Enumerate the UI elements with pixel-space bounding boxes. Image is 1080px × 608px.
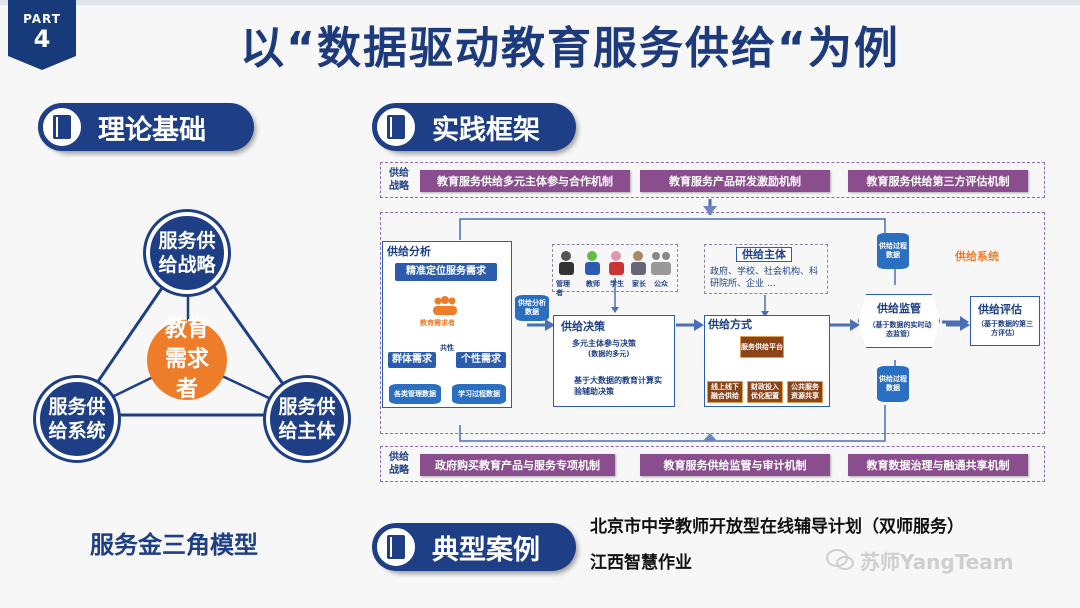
wechat-icon: [826, 549, 854, 570]
demander-label: 教育需求者: [420, 319, 455, 327]
section-practice: 实践框架: [372, 103, 576, 151]
decision-item-2: 基于大数据的教育计算实验辅助决策: [574, 376, 662, 396]
db-management: 各类管理数据: [389, 384, 441, 404]
part-badge: PART 4: [8, 0, 76, 70]
subject-frame: [704, 244, 828, 294]
strategy-top-frame: [380, 162, 1045, 198]
method-1: 线上线下融合供给: [707, 381, 743, 403]
monitor-box: 供给监管 （基于数据的实时动态监管）: [858, 294, 940, 348]
triangle-caption: 服务金三角模型: [90, 531, 258, 559]
book-icon: [372, 103, 420, 151]
book-icon: [38, 103, 86, 151]
subject-title: 供给主体: [736, 247, 792, 262]
evaluate-box: [970, 296, 1040, 346]
precise-need: 精准定位服务需求: [395, 263, 497, 281]
db-learning: 学习过程数据: [452, 384, 506, 404]
actor-5: 公众: [654, 280, 668, 288]
decision-item-1-sub: (数据的多元): [588, 350, 630, 358]
section-practice-label: 实践框架: [432, 114, 540, 146]
strategy-top-label: 供给战略: [389, 168, 409, 192]
flow-lines: [456, 199, 970, 442]
group-need: 群体需求: [388, 352, 436, 368]
system-label: 供给系统: [955, 250, 999, 263]
node-subject: 服务供给主体: [266, 378, 348, 460]
section-cases-label: 典型案例: [432, 534, 540, 566]
node-system: 服务供给系统: [36, 378, 118, 460]
users-icon: [433, 296, 457, 315]
actor-3: 学生: [610, 280, 624, 288]
subject-desc: 政府、学校、社会机构、科研院所、企业 …: [710, 267, 819, 289]
watermark: 苏师YangTeam: [860, 550, 1014, 574]
section-theory-label: 理论基础: [98, 114, 206, 146]
top-line: [0, 0, 1080, 5]
mechanism-top-2: 教育服务产品研发激励机制: [640, 170, 830, 192]
section-theory: 理论基础: [38, 103, 254, 151]
decision-title: 供给决策: [561, 320, 605, 333]
part-label: PART: [23, 12, 61, 26]
method-3: 公共服务资源共享: [787, 381, 823, 403]
analysis-title: 供给分析: [387, 245, 431, 258]
method-title: 供给方式: [708, 318, 752, 331]
mechanism-bottom-2: 教育服务供给监管与审计机制: [640, 454, 830, 476]
mechanism-top-3: 教育服务供给第三方评估机制: [848, 170, 1028, 192]
monitor-desc: （基于数据的实时动态监管）: [868, 321, 932, 338]
process-data-bottom: 供给过程数据: [877, 366, 909, 402]
evaluate-desc: （基于数据的第三方评估）: [977, 320, 1033, 337]
strategy-bottom-frame: [380, 446, 1045, 482]
mechanism-bottom-3: 教育数据治理与融通共享机制: [848, 454, 1028, 476]
method-2: 财政投入优化配置: [747, 381, 783, 403]
mechanism-top-1: 教育服务供给多元主体参与合作机制: [420, 170, 630, 192]
case-1: 北京市中学教师开放型在线辅导计划（双师服务）: [590, 517, 964, 537]
individual-need: 个性需求: [456, 352, 506, 368]
section-cases: 典型案例: [372, 523, 576, 571]
actor-2: 教师: [586, 280, 600, 288]
actor-1: 管理者: [556, 280, 570, 297]
book-icon: [372, 523, 420, 571]
framework-main-frame: [380, 212, 1045, 434]
evaluate-title: 供给评估: [978, 303, 1022, 316]
decision-box: [553, 315, 675, 407]
common-tag: 共性: [440, 344, 454, 352]
part-number: 4: [33, 25, 51, 53]
monitor-title: 供给监管: [877, 302, 921, 315]
page-title: 以“数据驱动教育服务供给“为例: [240, 23, 900, 74]
strategy-bottom-label: 供给战略: [389, 452, 409, 476]
people-icon: [559, 251, 671, 275]
node-demander: 教育需求者: [147, 317, 227, 402]
process-data-top: 供给过程数据: [877, 233, 909, 269]
node-strategy: 服务供给战略: [146, 212, 228, 294]
platform: 服务供给平台: [740, 336, 784, 358]
analysis-data: 供给分析数据: [515, 295, 549, 321]
decision-item-1: 多元主体参与决策: [572, 339, 636, 348]
actors-frame: [552, 244, 678, 292]
case-2: 江西智慧作业: [590, 553, 692, 573]
actor-4: 家长: [632, 280, 646, 288]
arrow-to-evaluate: [942, 316, 969, 328]
mechanism-bottom-1: 政府购买教育产品与服务专项机制: [420, 454, 615, 476]
